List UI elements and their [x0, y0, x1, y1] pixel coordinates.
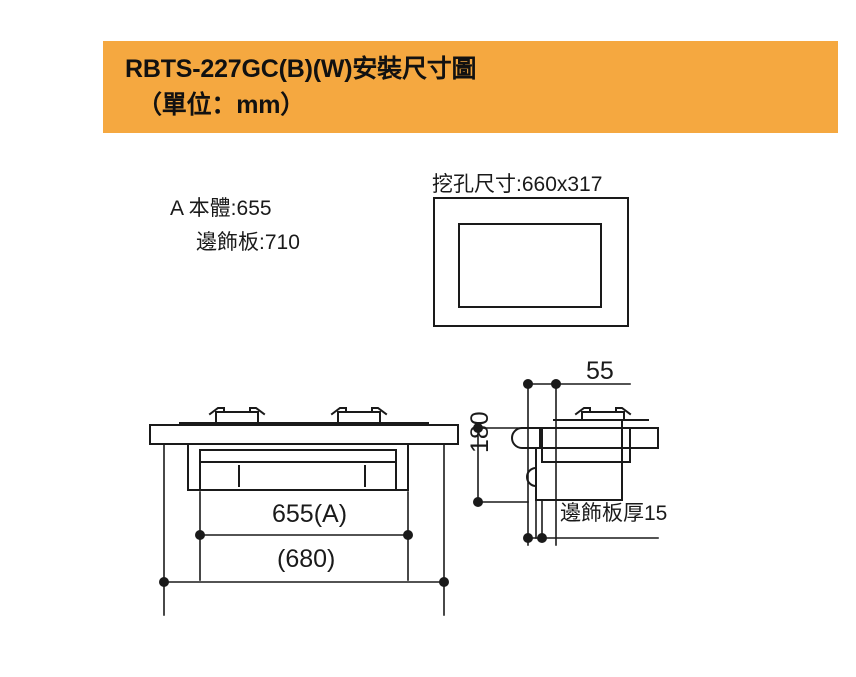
control-panel-box	[199, 449, 397, 491]
dimension-label-655: 655(A)	[272, 500, 348, 528]
body-main-outline	[535, 419, 623, 501]
dimension-endpoint-dot	[195, 530, 205, 540]
dimension-line-680	[159, 577, 449, 587]
dimension-endpoint-dot	[523, 533, 533, 543]
label-trim-plate-width: 邊飾板:710	[196, 231, 300, 254]
grate-hook-icon	[249, 407, 266, 424]
dimension-line-180	[473, 423, 529, 507]
label-cutout-size: 挖孔尺寸:660x317	[432, 173, 603, 196]
trim-plate-front	[149, 424, 459, 445]
burner-grate-group	[208, 407, 388, 424]
dimension-label-trim-thickness: 邊飾板厚15	[560, 502, 668, 525]
dimension-endpoint-dot	[159, 577, 169, 587]
dimension-label-180: 180	[466, 411, 494, 453]
dimension-line-trim-thickness	[523, 533, 659, 543]
front-view-diagram	[149, 407, 459, 616]
knob-shaft-profile	[526, 466, 538, 488]
grate-hook-icon	[615, 407, 632, 421]
dimension-line-655	[195, 530, 413, 540]
page-title: RBTS-227GC(B)(W)安裝尺寸圖	[125, 55, 477, 83]
dimension-endpoint-dot	[403, 530, 413, 540]
grate-hook-icon	[574, 407, 591, 421]
grate-hook-icon	[371, 407, 388, 424]
dimension-endpoint-dot	[439, 577, 449, 587]
dimension-label-55: 55	[586, 357, 614, 385]
cutout-inner-rect	[458, 223, 602, 308]
grate-hook-icon	[330, 407, 347, 424]
grate-hook-icon	[208, 407, 225, 424]
dimension-label-680: (680)	[277, 545, 336, 573]
cutout-outer-rect	[433, 197, 629, 327]
side-view-diagram	[473, 379, 659, 546]
trim-plate-left-lip	[511, 427, 541, 449]
header-banner: RBTS-227GC(B)(W)安裝尺寸圖 （單位：mm）	[103, 41, 838, 133]
dimension-line-55	[523, 379, 631, 389]
page-subtitle-units: （單位：mm）	[137, 91, 306, 119]
label-body-width: A 本體:655	[170, 197, 272, 220]
cutout-diagram	[433, 197, 629, 327]
control-knob[interactable]	[229, 465, 249, 487]
control-knob[interactable]	[355, 465, 375, 487]
burner-grate-group	[574, 407, 632, 421]
